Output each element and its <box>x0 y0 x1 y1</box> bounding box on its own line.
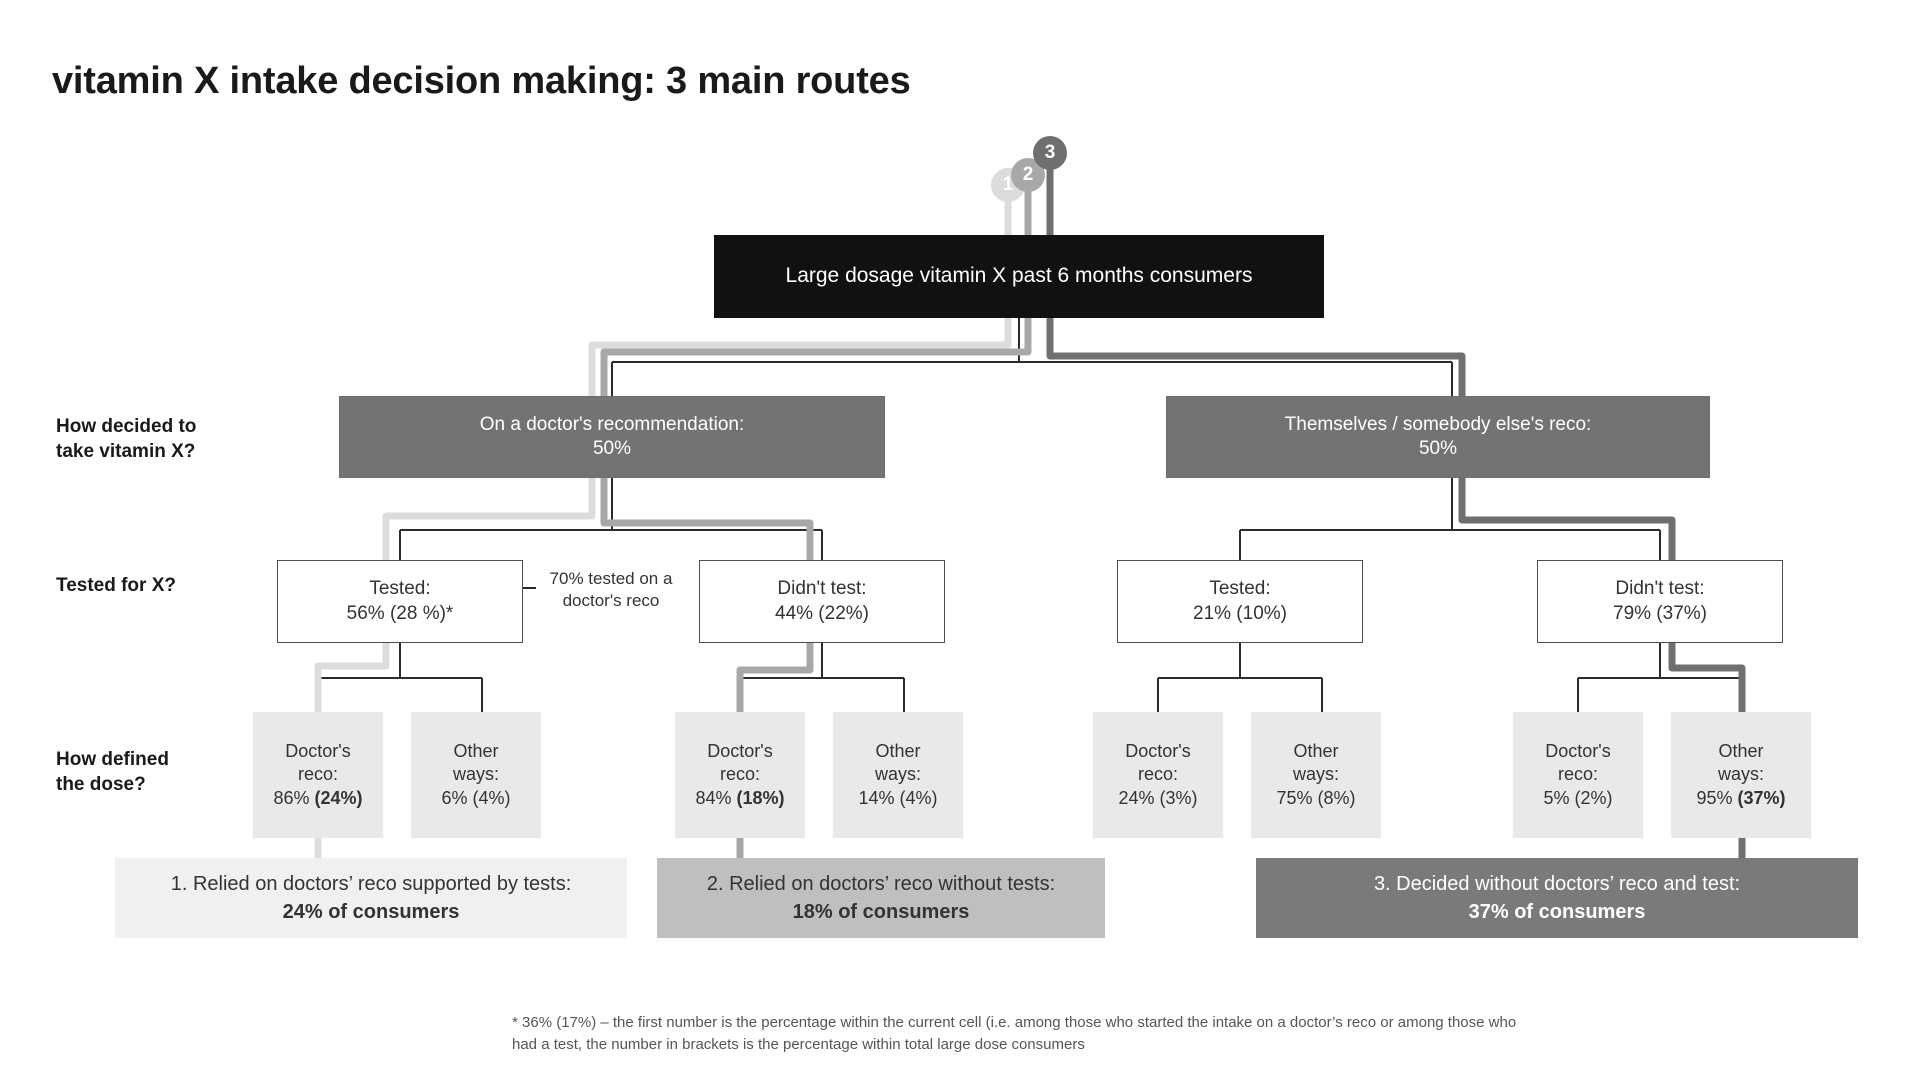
node-dose-other-3-line2: ways: <box>1292 764 1339 785</box>
node-dose-other-3-line1: Other <box>1293 741 1339 762</box>
row-label-tested-line1: Tested for X? <box>56 575 176 596</box>
node-dose-doc-1-line1: Doctor's <box>285 741 351 762</box>
node-dose-doc-4-line2: reco: <box>1557 764 1599 785</box>
footnote-line2: among those who had a test, the number i… <box>512 1014 1517 1053</box>
node-tested-right-line1: Tested: <box>1209 578 1271 600</box>
node-didnt-test-right[interactable]: Didn't test: 79% (37%) <box>1537 560 1783 643</box>
node-dose-other-1-value: 6% (4%) <box>441 787 511 808</box>
node-tested-right-line2: 21% (10%) <box>1193 602 1287 624</box>
annotation-line1: 70% tested on <box>549 569 659 588</box>
node-dose-other-1-line2: ways: <box>452 764 499 785</box>
row-label-how-dose-line2: the dose? <box>56 773 146 795</box>
node-dose-other-3[interactable]: Other ways: 75% (8%) <box>1251 712 1381 838</box>
footnote-line1: * 36% (17%) – the first number is the pe… <box>512 1014 1394 1031</box>
conclusion-3-line2: 37% of consumers <box>1468 901 1646 923</box>
node-dose-doc-2-line1: Doctor's <box>707 741 773 762</box>
node-dose-doc-2[interactable]: Doctor's reco: 84% (18%) <box>675 712 805 838</box>
row-label-how-decided-line2: take vitamin X? <box>56 440 196 462</box>
conclusion-2-line2: 18% of consumers <box>792 901 970 923</box>
conclusion-2-line1: 2. Relied on doctors’ reco without tests… <box>706 873 1056 895</box>
page-title: vitamin X intake decision making: 3 main… <box>52 60 911 102</box>
route-badge-3-label: 3 <box>1044 142 1056 163</box>
node-dose-other-4-value: 95% (37%) <box>1696 787 1786 808</box>
node-doctors-reco-line2: 50% <box>592 438 632 459</box>
node-dose-other-4-line1: Other <box>1718 741 1764 762</box>
node-dose-doc-3-line1: Doctor's <box>1125 741 1191 762</box>
node-didnt-test-left-line2: 44% (22%) <box>775 602 869 624</box>
node-didnt-test-right-line1: Didn't test: <box>1615 578 1705 600</box>
conclusion-1-line1: 1. Relied on doctors’ reco supported by … <box>170 873 572 895</box>
node-tested-left-line1: Tested: <box>369 578 431 600</box>
node-root[interactable]: Large dosage vitamin X past 6 months con… <box>714 235 1324 318</box>
node-dose-doc-1-line2: reco: <box>297 764 339 785</box>
node-dose-other-1[interactable]: Other ways: 6% (4%) <box>411 712 541 838</box>
row-label-how-decided: How decided to take vitamin X? <box>56 415 196 464</box>
route-badge-2-label: 2 <box>1022 164 1034 185</box>
node-didnt-test-left-line1: Didn't test: <box>777 578 867 600</box>
route-badge-1-label: 1 <box>1002 174 1014 195</box>
row-label-how-dose-line1: How defined <box>56 749 169 770</box>
node-doctors-reco-line1: On a doctor's recommendation: <box>479 413 745 435</box>
conclusion-1-line2: 24% of consumers <box>282 901 460 923</box>
footnote: * 36% (17%) – the first number is the pe… <box>512 1012 1522 1056</box>
node-doctors-reco[interactable]: On a doctor's recommendation: 50% <box>339 396 885 478</box>
node-dose-doc-1[interactable]: Doctor's reco: 86% (24%) <box>253 712 383 838</box>
node-dose-doc-1-value: 86% (24%) <box>273 787 363 808</box>
node-tested-left[interactable]: Tested: 56% (28 %)* <box>277 560 523 643</box>
node-dose-other-1-line1: Other <box>453 741 499 762</box>
conclusion-3-line1: 3. Decided without doctors’ reco and tes… <box>1373 873 1741 895</box>
conclusion-2[interactable]: 2. Relied on doctors’ reco without tests… <box>657 858 1105 938</box>
node-themselves-reco-line1: Themselves / somebody else's reco: <box>1284 413 1592 435</box>
conclusion-3[interactable]: 3. Decided without doctors’ reco and tes… <box>1256 858 1858 938</box>
row-label-how-dose: How defined the dose? <box>56 748 169 797</box>
node-dose-other-4[interactable]: Other ways: 95% (37%) <box>1671 712 1811 838</box>
node-dose-doc-2-value: 84% (18%) <box>695 787 785 808</box>
route-badge-3[interactable]: 3 <box>1033 136 1067 170</box>
node-dose-doc-2-line2: reco: <box>719 764 761 785</box>
node-didnt-test-left[interactable]: Didn't test: 44% (22%) <box>699 560 945 643</box>
annotation-70-percent: 70% tested on a doctor's reco <box>530 568 692 613</box>
node-themselves-reco-line2: 50% <box>1418 438 1458 459</box>
node-dose-other-2[interactable]: Other ways: 14% (4%) <box>833 712 963 838</box>
node-dose-doc-4-line1: Doctor's <box>1545 741 1611 762</box>
row-label-how-decided-line1: How decided to <box>56 416 197 437</box>
node-tested-right[interactable]: Tested: 21% (10%) <box>1117 560 1363 643</box>
node-dose-doc-3-value: 24% (3%) <box>1118 787 1198 808</box>
node-dose-other-4-line2: ways: <box>1717 764 1764 785</box>
node-dose-other-2-line1: Other <box>875 741 921 762</box>
node-dose-doc-4-value: 5% (2%) <box>1543 787 1613 808</box>
node-dose-other-3-value: 75% (8%) <box>1276 787 1356 808</box>
node-dose-doc-3-line2: reco: <box>1137 764 1179 785</box>
node-dose-other-2-value: 14% (4%) <box>858 787 938 808</box>
annotation-line2: a doctor's reco <box>562 569 673 611</box>
row-label-tested: Tested for X? <box>56 574 176 599</box>
node-dose-other-2-line2: ways: <box>874 764 921 785</box>
conclusion-1[interactable]: 1. Relied on doctors’ reco supported by … <box>115 858 627 938</box>
node-dose-doc-3[interactable]: Doctor's reco: 24% (3%) <box>1093 712 1223 838</box>
node-didnt-test-right-line2: 79% (37%) <box>1613 602 1707 624</box>
node-root-label: Large dosage vitamin X past 6 months con… <box>785 264 1253 288</box>
node-themselves-reco[interactable]: Themselves / somebody else's reco: 50% <box>1166 396 1710 478</box>
node-tested-left-line2: 56% (28 %)* <box>346 602 454 624</box>
node-dose-doc-4[interactable]: Doctor's reco: 5% (2%) <box>1513 712 1643 838</box>
